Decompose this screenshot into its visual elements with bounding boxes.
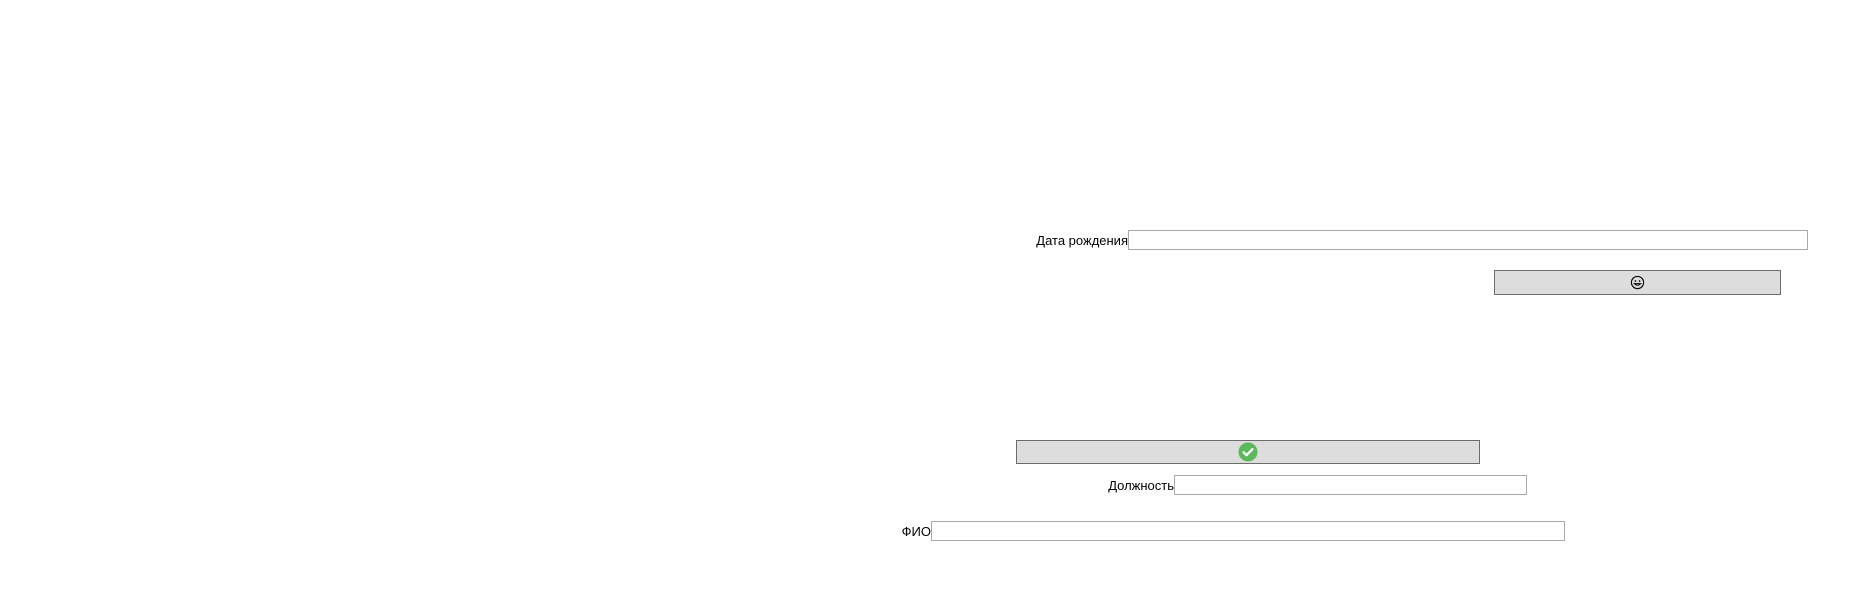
smiley-face-icon (1630, 275, 1645, 290)
birth-date-label: Дата рождения (1036, 233, 1128, 248)
check-circle-icon (1238, 442, 1258, 462)
position-input[interactable] (1174, 475, 1527, 495)
smile-button[interactable] (1494, 270, 1781, 295)
position-label: Должность (1108, 478, 1174, 493)
confirm-button[interactable] (1016, 440, 1480, 464)
birth-date-input[interactable] (1128, 230, 1808, 250)
full-name-input[interactable] (931, 521, 1565, 541)
full-name-label: ФИО (901, 524, 931, 539)
